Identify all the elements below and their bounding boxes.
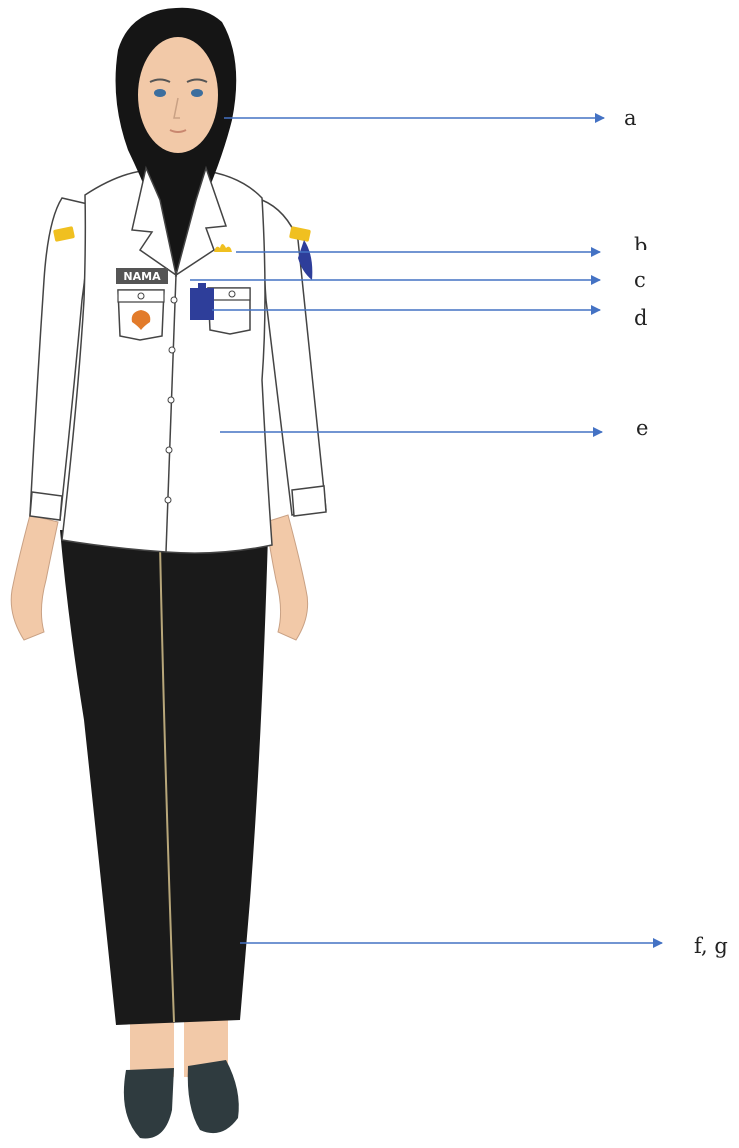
left-eye [154,89,166,97]
callout-label-a: a [624,108,637,129]
id-card [190,288,214,320]
left-leg [130,1015,174,1077]
callout-label-d: d [634,308,647,329]
name-tag: NAMA [116,268,168,284]
face [138,37,218,153]
callout-label-c: c [634,270,646,291]
right-hand [266,515,308,640]
left-hand [11,515,58,640]
right-shoe [188,1060,239,1133]
right-sleeve [262,200,326,515]
skirt [60,530,268,1025]
callout-label-e: e [636,418,648,439]
left-shoe [124,1068,174,1138]
callout-label-b: b [634,236,647,250]
right-cuff [292,486,326,516]
right-pocket-button [229,291,235,297]
callout-label-fg: f, g [694,936,728,957]
id-card-clip [198,283,206,290]
right-eye [191,89,203,97]
left-pocket-button [138,293,144,299]
left-cuff [30,492,62,520]
name-tag-text: NAMA [123,270,161,283]
